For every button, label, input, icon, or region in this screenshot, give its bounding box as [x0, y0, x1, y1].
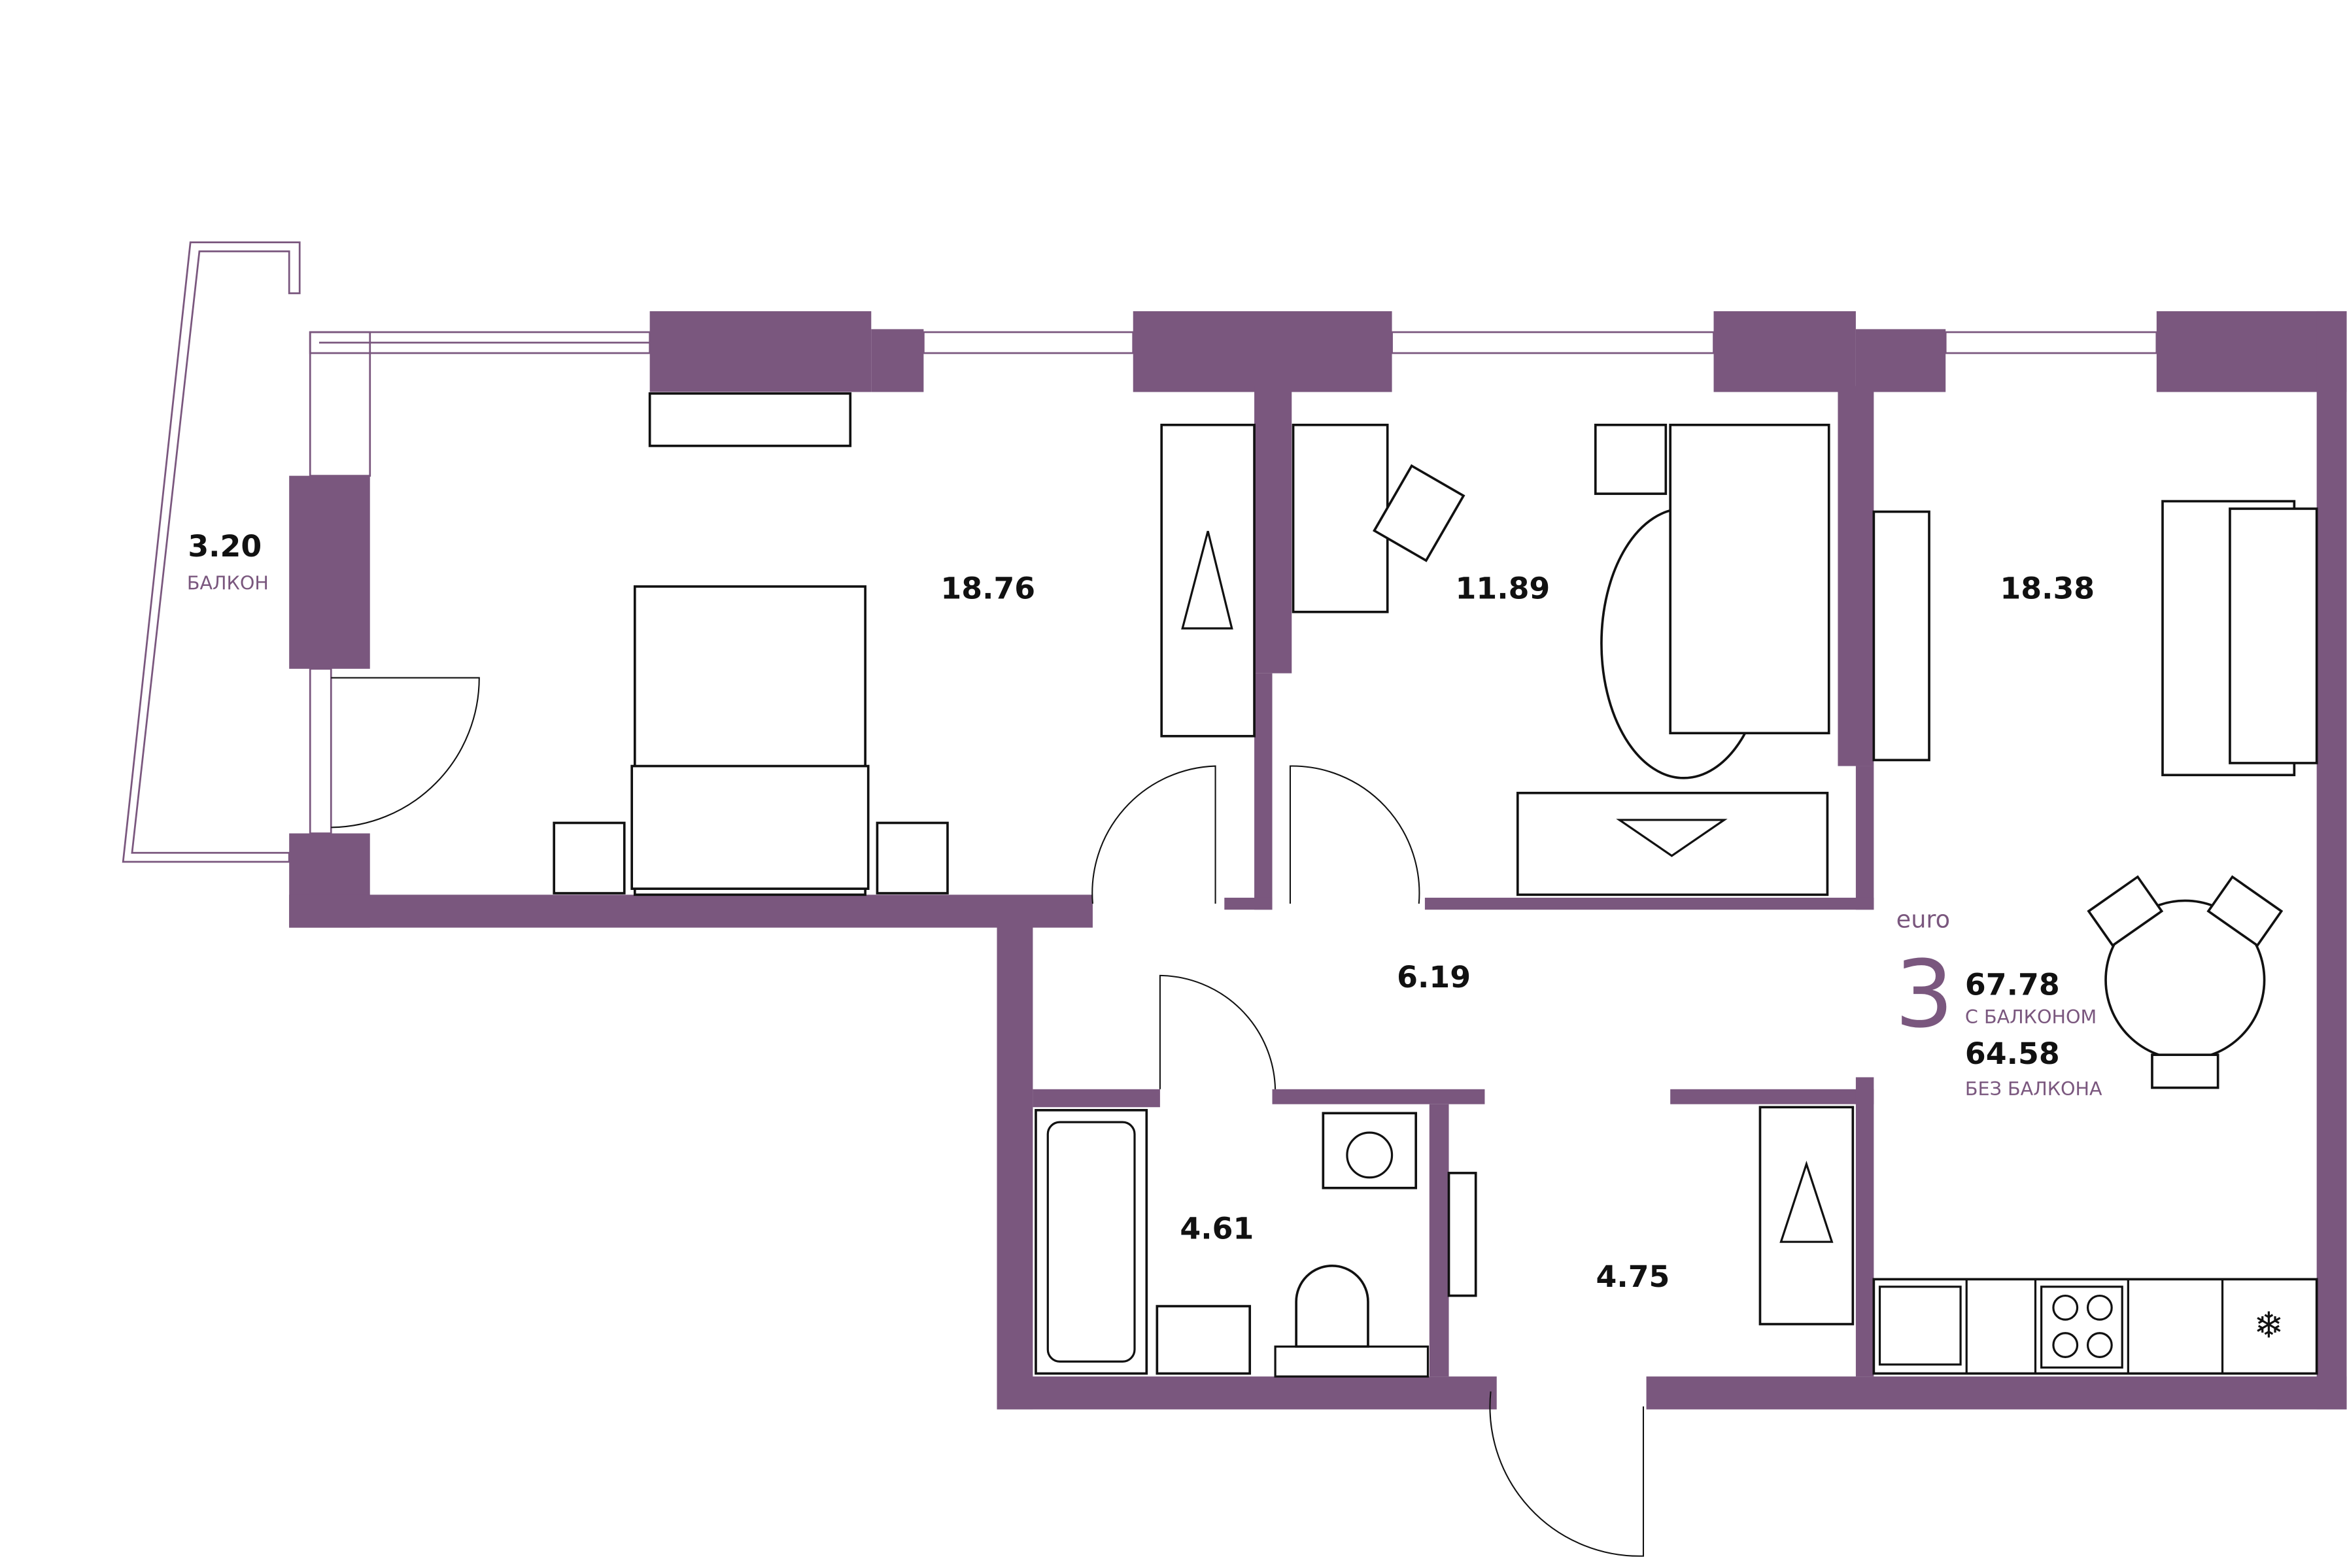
washing-machine [1322, 1112, 1418, 1189]
apartment-summary: euro 3 67.78 С БАЛКОНОМ 64.58 БЕЗ БАЛКОН… [1894, 906, 2102, 1100]
total-area-with-balcony: 67.78 [1965, 968, 2060, 1002]
bathtub [1035, 1108, 1148, 1375]
room-area-bedroom-1: 18.76 [940, 571, 1035, 605]
toilet [1295, 1264, 1369, 1348]
furniture: ❄ [553, 392, 2318, 1378]
room-area-entrance: 4.75 [1596, 1259, 1670, 1294]
room-area-bathroom: 4.61 [1180, 1212, 1254, 1246]
room-area-bedroom-2: 11.89 [1456, 571, 1550, 605]
wardrobe-2 [1516, 791, 1829, 896]
rooms-count: 3 [1894, 941, 1953, 1049]
sink [1156, 1304, 1252, 1375]
walls [289, 311, 2347, 1410]
tv-unit [1872, 510, 1930, 762]
total-area-without-balcony: 64.58 [1965, 1036, 2060, 1071]
wardrobe [1160, 424, 1256, 738]
balcony-area: 3.20 [188, 529, 262, 564]
tv-stand [648, 392, 852, 447]
stove [2040, 1286, 2123, 1369]
layout-type: euro [1896, 906, 1950, 934]
room-area-living-kitchen: 18.38 [2000, 571, 2095, 605]
kitchen-counter [1872, 1278, 2318, 1375]
balcony-label: БАЛКОН [187, 572, 269, 594]
balcony-outline [122, 241, 301, 863]
with-balcony-label: С БАЛКОНОМ [1965, 1006, 2097, 1028]
radiator [1447, 1172, 1477, 1297]
hall-wardrobe [1758, 1106, 1855, 1325]
doors [331, 677, 1645, 1557]
single-bed [1669, 424, 1830, 735]
without-balcony-label: БЕЗ БАЛКОНА [1965, 1078, 2102, 1100]
windows [309, 331, 2158, 834]
desk [1292, 424, 1389, 613]
snowflake-icon: ❄ [2253, 1304, 2284, 1346]
room-area-hall: 6.19 [1397, 960, 1471, 995]
